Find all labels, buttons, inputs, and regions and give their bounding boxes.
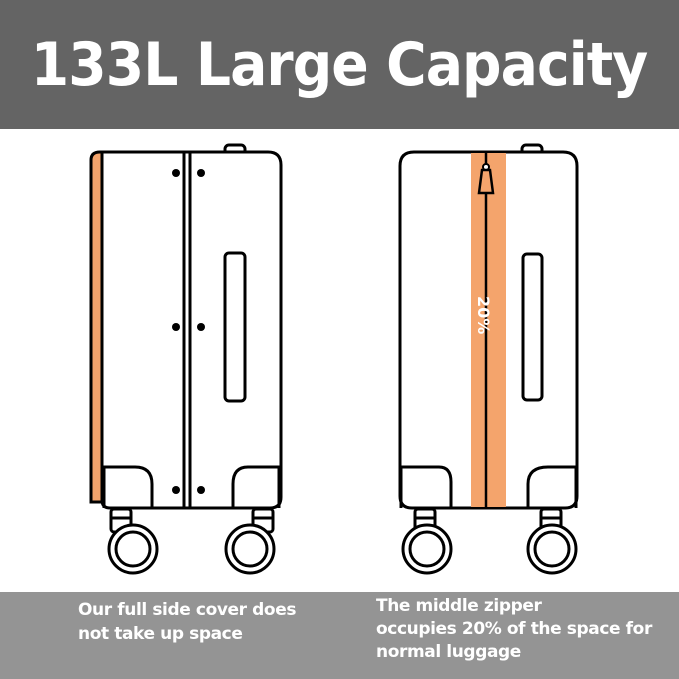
- left-caption-line: not take up space: [78, 624, 243, 644]
- right-caption: The middle zipper occupies 20% of the sp…: [376, 595, 666, 664]
- zipper-percentage-label: 20%: [474, 296, 493, 334]
- title-banner: 133L Large Capacity: [0, 0, 679, 129]
- right-caption-line: normal luggage: [376, 642, 521, 662]
- right-suitcase-icon: [398, 143, 579, 575]
- caption-footer: Our full side cover does not take up spa…: [0, 592, 679, 679]
- comparison-illustration: 20%: [0, 129, 679, 592]
- right-caption-line: The middle zipper: [376, 596, 542, 616]
- right-caption-line: occupies 20% of the space for: [376, 619, 652, 639]
- left-caption: Our full side cover does not take up spa…: [78, 598, 348, 646]
- left-suitcase-icon: [89, 143, 283, 575]
- page-title: 133L Large Capacity: [31, 29, 648, 100]
- left-caption-line: Our full side cover does: [78, 600, 297, 620]
